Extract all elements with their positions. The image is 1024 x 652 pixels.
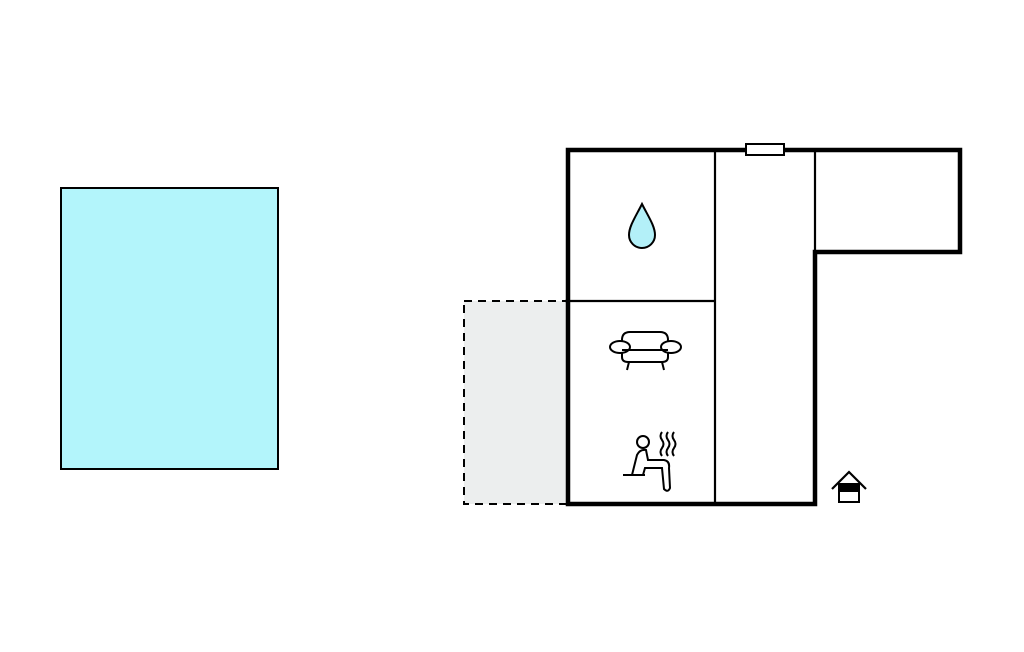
- window: [745, 143, 785, 156]
- sauna-icon: [623, 431, 677, 492]
- pool-area: [60, 187, 279, 470]
- terrace-area: [463, 300, 569, 505]
- water-drop-icon: [627, 201, 657, 249]
- building-walls: [565, 147, 963, 507]
- sofa-icon: [609, 331, 682, 371]
- entrance-house-icon: [831, 470, 867, 503]
